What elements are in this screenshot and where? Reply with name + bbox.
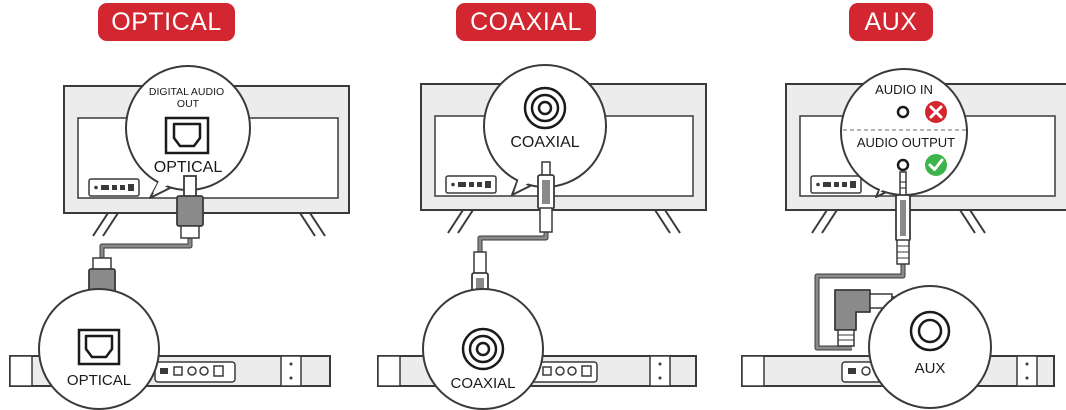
tv-port-strip bbox=[445, 175, 497, 194]
rca-plug-top bbox=[537, 161, 555, 233]
title-optical: OPTICAL bbox=[98, 3, 235, 41]
check-circle-icon bbox=[925, 154, 947, 176]
x-circle-icon bbox=[925, 101, 947, 123]
optical-cable bbox=[99, 236, 193, 262]
bar-bubble-label-aux: AUX bbox=[915, 360, 946, 377]
tv-bubble-aux: AUDIO IN AUDIO OUTPUT bbox=[840, 68, 968, 198]
aux-jack-icon bbox=[909, 310, 951, 352]
tv-bubble-coaxial: COAXIAL bbox=[483, 64, 607, 196]
tv-port-strip bbox=[88, 178, 140, 197]
bar-bubble-label-optical: OPTICAL bbox=[67, 372, 131, 389]
bar-bubble-aux: AUX bbox=[868, 285, 992, 409]
bar-bubble-label-coaxial: COAXIAL bbox=[450, 375, 515, 392]
coaxial-jack-icon bbox=[523, 86, 567, 130]
bar-bubble-optical: OPTICAL bbox=[38, 288, 160, 410]
coaxial-cable bbox=[477, 230, 549, 254]
audio-output-label: AUDIO OUTPUT bbox=[857, 135, 955, 150]
bar-bubble-coaxial: COAXIAL bbox=[422, 288, 544, 410]
tv-bubble-optical: DIGITAL AUDIO OUT OPTICAL bbox=[125, 65, 251, 199]
optical-plug-top bbox=[176, 175, 204, 239]
tv-port-strip bbox=[810, 175, 862, 194]
optical-port-icon bbox=[164, 116, 210, 155]
title-coaxial: COAXIAL bbox=[456, 3, 596, 41]
aux-cable bbox=[814, 262, 906, 351]
audio-in-label: AUDIO IN bbox=[875, 82, 933, 97]
optical-port-icon bbox=[77, 328, 121, 366]
panel-optical: DIGITAL AUDIO OUT OPTICAL bbox=[9, 65, 350, 410]
aux-plug-straight bbox=[895, 171, 911, 265]
title-aux: AUX bbox=[849, 3, 933, 41]
tv-bubble-label-coaxial: COAXIAL bbox=[510, 134, 579, 151]
audio-output-jack-icon bbox=[896, 158, 910, 172]
audio-in-jack-icon bbox=[896, 105, 910, 119]
panel-coaxial: COAXIAL bbox=[377, 64, 707, 410]
tv-bubble-label-optical: OPTICAL bbox=[154, 159, 223, 176]
panel-aux: AUDIO IN AUDIO OUTPUT bbox=[741, 68, 1066, 409]
coaxial-jack-icon bbox=[461, 327, 505, 371]
digital-audio-out-label: DIGITAL AUDIO OUT bbox=[149, 86, 227, 110]
